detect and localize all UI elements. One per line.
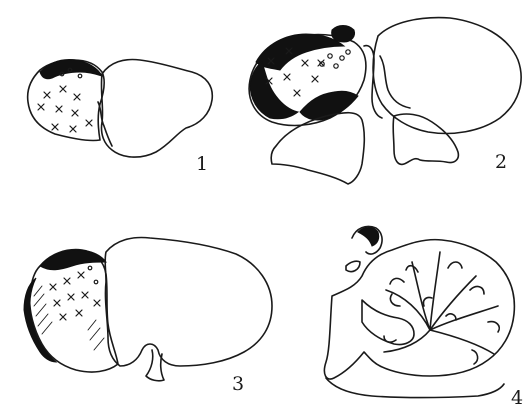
panel-3-dark-top — [40, 250, 106, 270]
panel-2-lower-left — [271, 113, 364, 184]
panel-1-label: 1 — [196, 153, 208, 175]
panel-4-ventricle — [362, 300, 414, 345]
panel-1-right-lobe — [101, 60, 212, 158]
panel-3-notch — [146, 350, 164, 381]
panel-3-label: 3 — [232, 373, 244, 395]
panel-4: 4 — [324, 226, 523, 409]
panel-2-lower-right — [393, 114, 458, 164]
panel-2-dark-region-top — [256, 34, 344, 70]
panel-4-label: 4 — [511, 387, 523, 409]
panel-2: 2 — [249, 18, 521, 184]
panel-3: 3 — [24, 238, 272, 395]
panel-2-label: 2 — [495, 151, 507, 173]
panel-3-right-lobe — [105, 238, 272, 366]
panel-4-folia — [384, 252, 499, 364]
panel-4-hook-dark — [358, 228, 379, 247]
panel-3-dark-left-edge — [24, 278, 56, 362]
panel-1: 1 — [28, 60, 213, 176]
panel-3-cross-marks — [50, 266, 100, 320]
panel-2-dark-region-left — [250, 62, 298, 119]
panel-4-hook-stem — [346, 261, 360, 271]
panel-2-knob — [332, 26, 355, 43]
panel-4-tail — [326, 378, 504, 398]
panel-2-stem-inner — [380, 56, 410, 108]
